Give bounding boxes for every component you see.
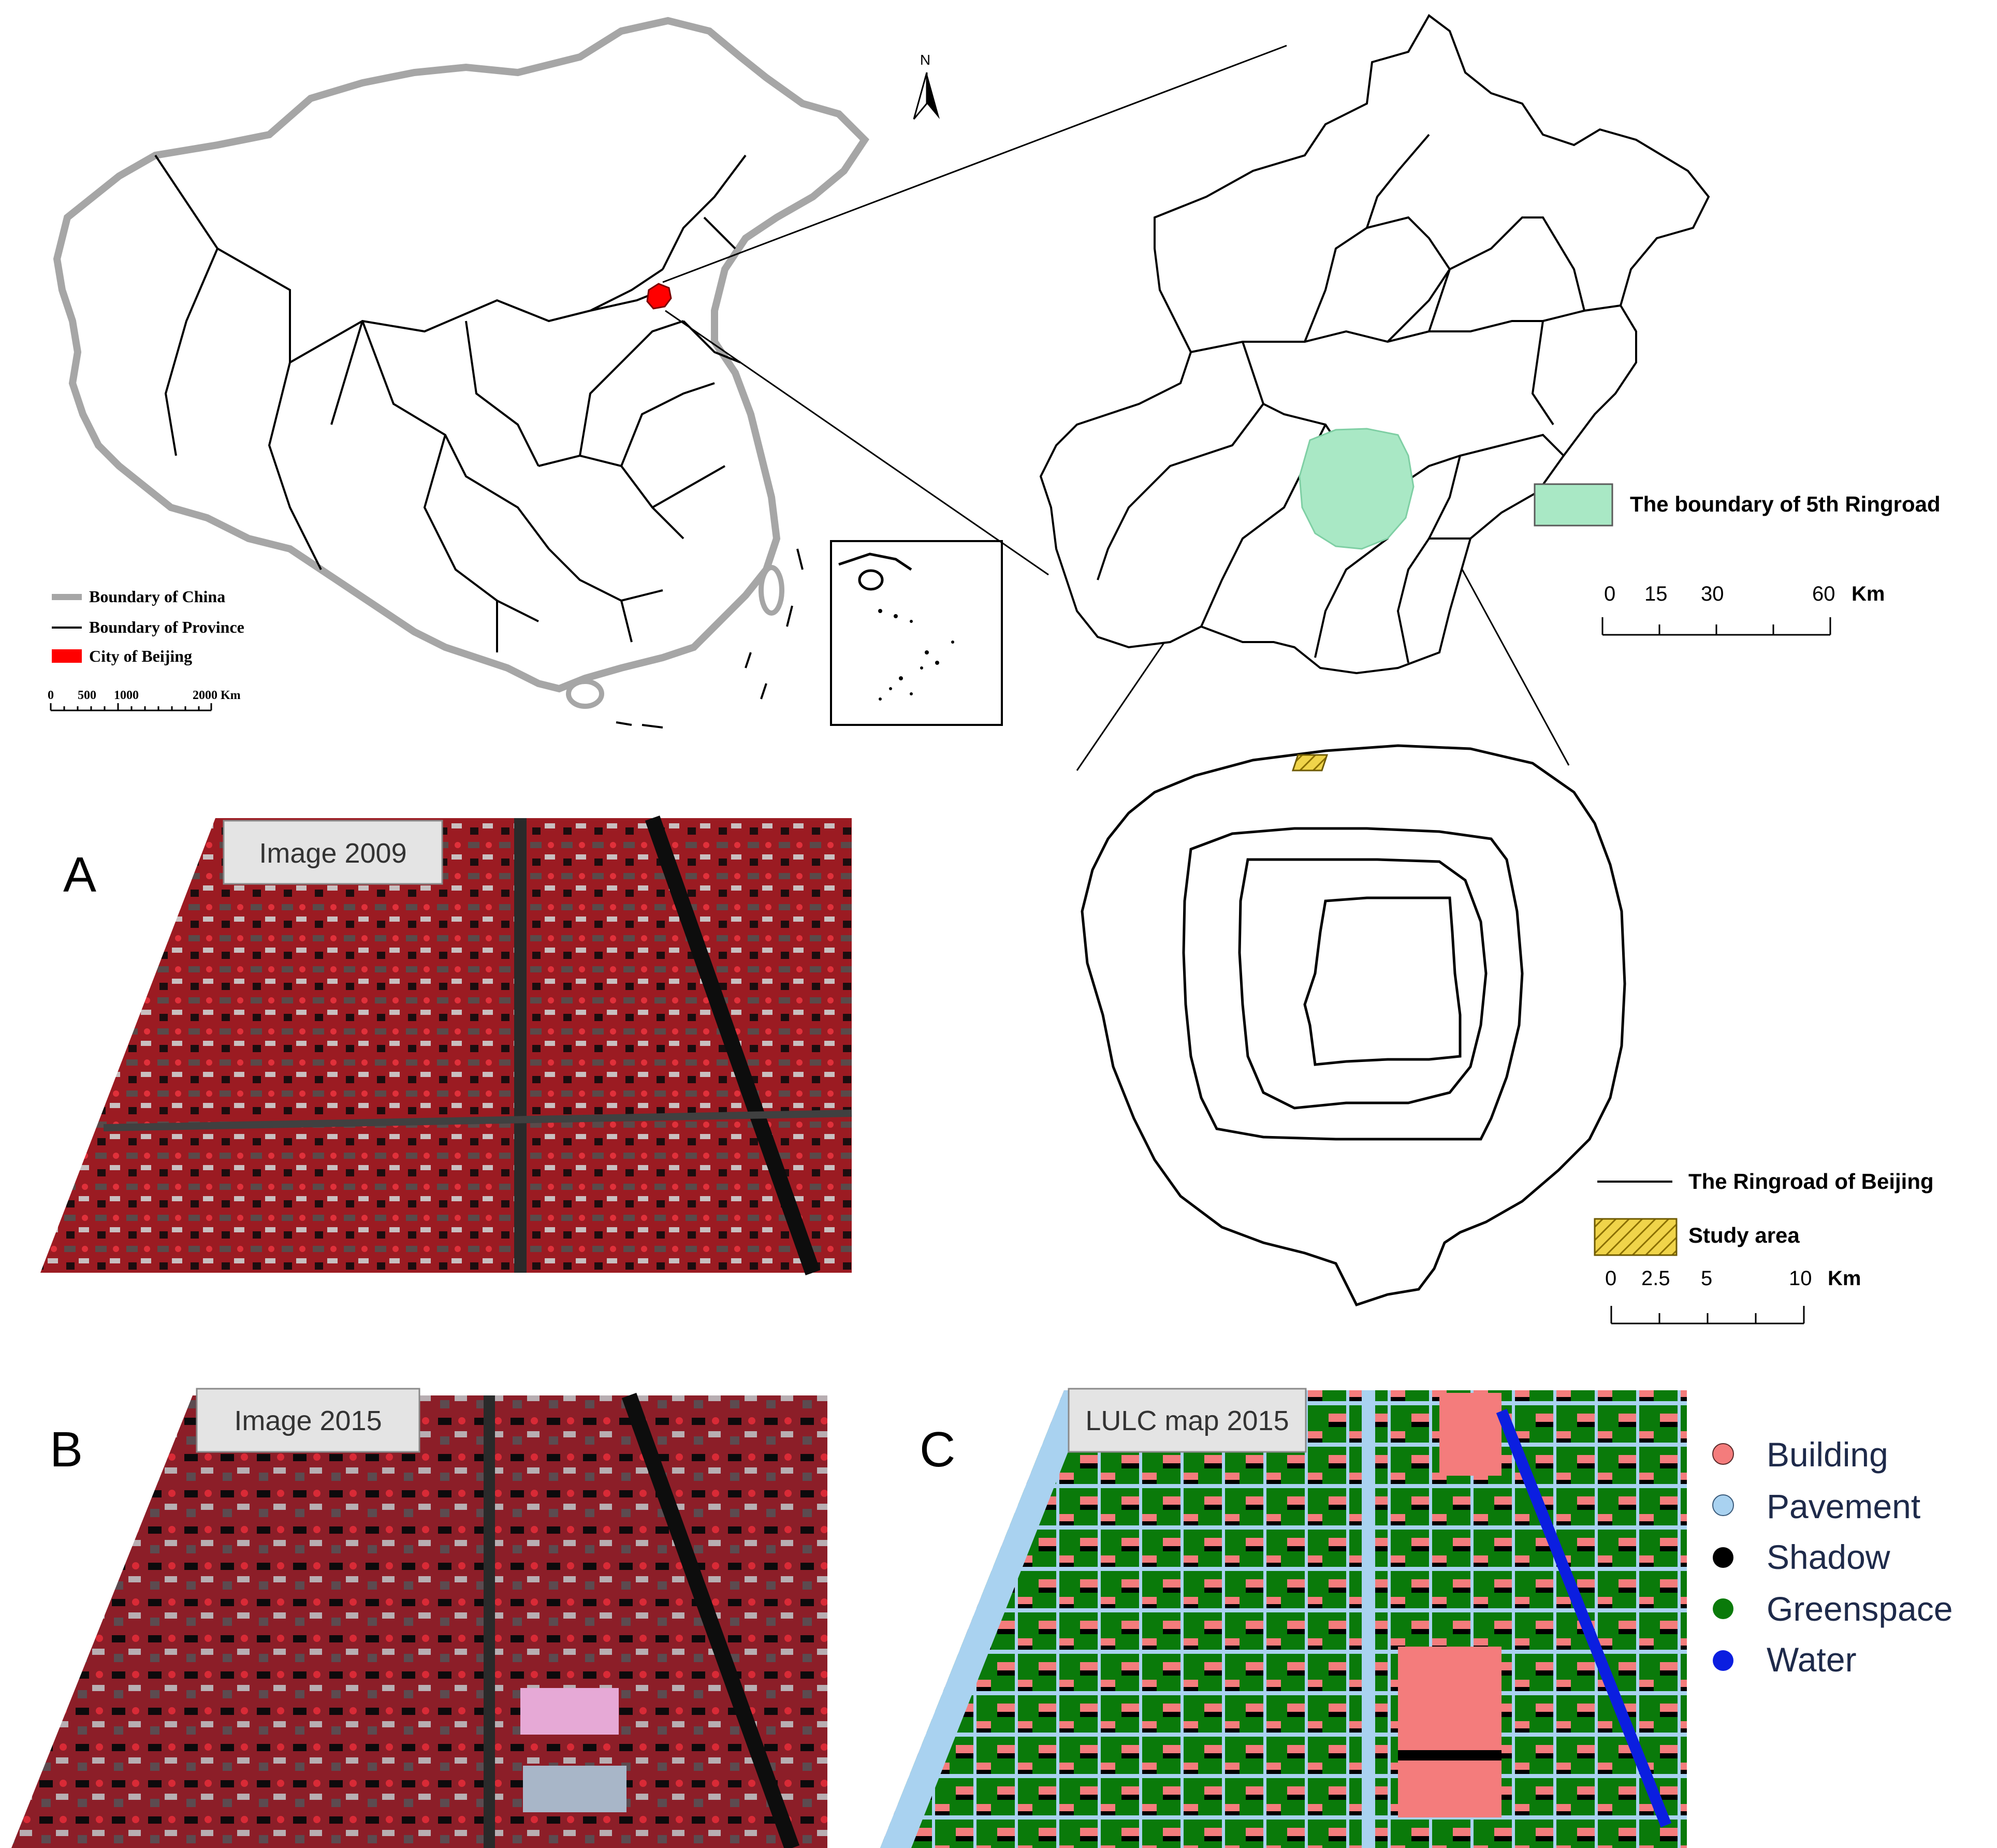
china-outline (53, 17, 870, 693)
panel-c-features (1362, 1390, 1672, 1848)
legend-swatch-study-area (1594, 1218, 1678, 1256)
north-arrow-icon (927, 72, 940, 119)
beijing-highlight (646, 283, 672, 310)
taiwan-island (759, 565, 784, 616)
ringroad-map (1081, 744, 1626, 1307)
panel-b-letter: B (50, 1422, 83, 1477)
legend-label-greenspace: Greenspace (1767, 1590, 1953, 1628)
scale-tick-1000: 1000 (114, 689, 139, 702)
legend-label-province-boundary: Boundary of Province (89, 618, 244, 636)
scale-line (1610, 1306, 1805, 1325)
china-legend: Boundary of China Boundary of Province C… (48, 587, 244, 711)
panel-c: C LULC map 2015 (880, 1388, 1687, 1848)
panel-b-caption: Image 2015 (234, 1405, 382, 1436)
legend-dot-greenspace (1713, 1598, 1733, 1619)
panel-a-caption-box (223, 820, 443, 885)
lulc-legend: Building Pavement Shadow Greenspace Wate… (1712, 1435, 1953, 1679)
scale-tick-30: 30 (1701, 583, 1724, 605)
ringroad-legend: The Ringroad of Beijing Study area 0 2.5… (1594, 1169, 1934, 1325)
panel-b-blue-building (523, 1766, 626, 1812)
legend-label-building: Building (1767, 1435, 1888, 1474)
legend-label-pavement: Pavement (1767, 1487, 1920, 1525)
ring-2 (1303, 896, 1462, 1066)
panel-b-caption-box (196, 1388, 420, 1453)
ring-3 (1238, 858, 1488, 1110)
beijing-legend: The boundary of 5th Ringroad 0 15 30 60 … (1534, 483, 1941, 636)
panel-a-caption: Image 2009 (259, 838, 406, 869)
legend-label-china-boundary: Boundary of China (89, 587, 225, 606)
china-scale-bar: 0 500 1000 2000 Km (48, 689, 241, 711)
scale-tick-2-5: 2.5 (1641, 1267, 1670, 1290)
beijing-outline (1039, 14, 1710, 675)
north-arrow-label: N (920, 52, 930, 68)
legend-dot-building (1712, 1443, 1734, 1465)
panel-b: B Image 2015 (11, 1388, 827, 1848)
ring-5 (1081, 744, 1626, 1307)
beijing-scale-bar: 0 15 30 60 Km (1601, 583, 1885, 636)
scale-tick-0: 0 (1604, 583, 1615, 605)
panel-c-water-channel (1496, 1408, 1672, 1828)
panel-a: A Image 2009 (40, 816, 852, 1275)
panel-b-pink-building (520, 1688, 619, 1735)
north-arrow: N (913, 52, 940, 120)
inset-frame (830, 540, 1003, 726)
scale-tick-10: 10 (1789, 1267, 1812, 1290)
ringroad-scale-bar: 0 2.5 5 10 Km (1605, 1267, 1861, 1325)
panel-c-letter: C (920, 1422, 955, 1477)
scale-tick-15: 15 (1644, 583, 1668, 605)
fifth-ringroad-area (1299, 428, 1415, 550)
panel-c-pavement-edge (880, 1390, 1092, 1848)
coastal-dashes (616, 548, 804, 729)
legend-dot-pavement (1712, 1494, 1734, 1516)
panel-a-image (40, 818, 852, 1273)
panel-c-caption-box (1068, 1388, 1307, 1453)
legend-dot-water (1713, 1650, 1733, 1671)
legend-label-beijing: City of Beijing (89, 647, 192, 665)
scale-tick-0: 0 (48, 689, 54, 702)
scale-line (1601, 617, 1831, 636)
legend-label-water: Water (1767, 1640, 1857, 1679)
legend-dot-shadow (1713, 1547, 1733, 1568)
hainan-island (566, 679, 604, 709)
south-china-sea-inset (830, 540, 1003, 726)
panel-a-letter: A (63, 847, 96, 903)
panel-b-image (11, 1395, 827, 1848)
legend-label-5th-ringroad: The boundary of 5th Ringroad (1630, 492, 1941, 516)
panel-b-roads (484, 1392, 800, 1848)
beijing-map (1039, 14, 1710, 675)
scale-unit: Km (1828, 1267, 1861, 1290)
scale-tick-500: 500 (78, 689, 96, 702)
legend-label-study-area: Study area (1688, 1223, 1800, 1247)
panel-c-caption: LULC map 2015 (1085, 1405, 1289, 1436)
scale-tick-60: 60 (1812, 583, 1835, 605)
legend-label-ringroad: The Ringroad of Beijing (1688, 1169, 1934, 1194)
study-area-marker (1291, 754, 1329, 772)
inset-islands (878, 609, 954, 701)
china-map (53, 17, 1003, 729)
scale-tick-0: 0 (1605, 1267, 1616, 1290)
scale-tick-2000: 2000 Km (193, 689, 241, 702)
legend-swatch-5th-ringroad (1534, 483, 1613, 527)
province-boundaries (154, 154, 747, 652)
legend-swatch-beijing (52, 649, 82, 663)
inset-coast (838, 552, 912, 591)
scale-unit: Km (1852, 583, 1885, 605)
scale-line (50, 703, 212, 711)
ring-4 (1182, 827, 1524, 1141)
panel-a-roads (103, 816, 852, 1275)
legend-label-shadow: Shadow (1767, 1538, 1890, 1576)
scale-tick-5: 5 (1701, 1267, 1712, 1290)
